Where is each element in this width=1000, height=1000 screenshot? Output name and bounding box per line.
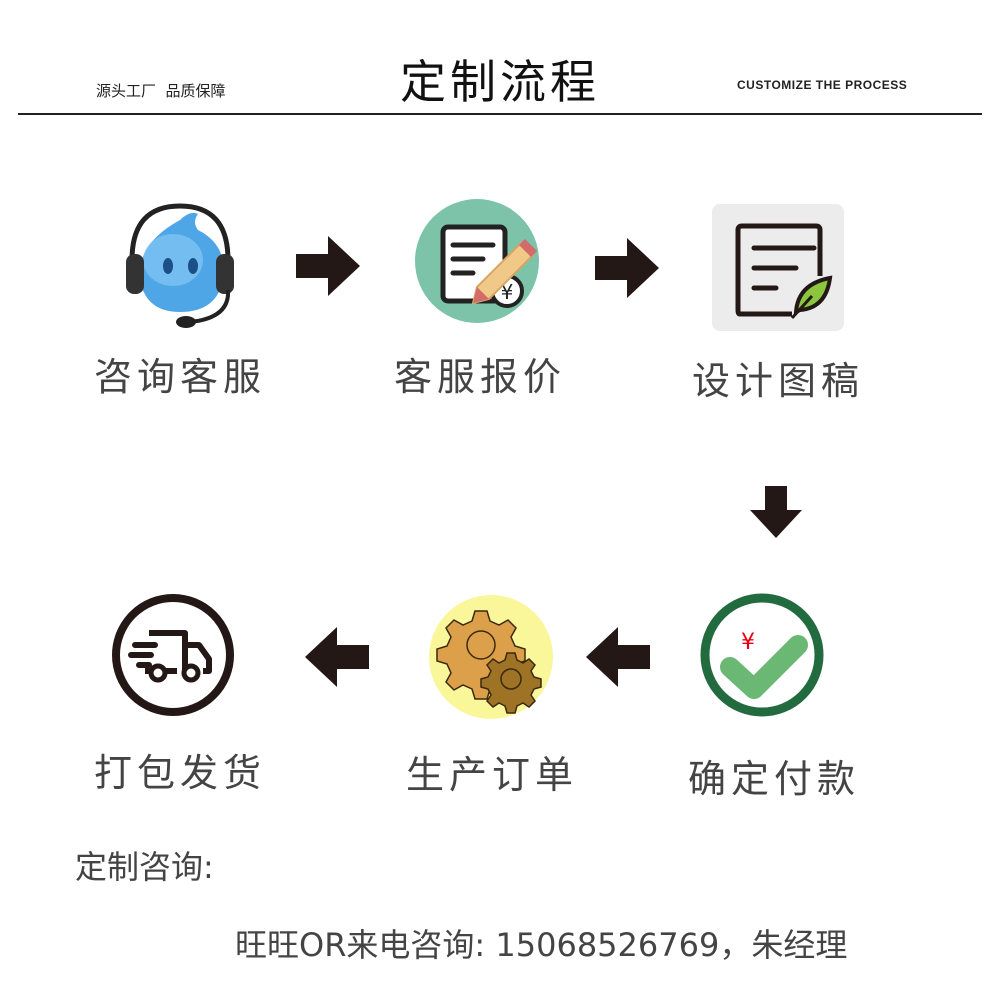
arrow-right-icon: [296, 236, 360, 296]
arrow-right-icon: [595, 238, 659, 298]
gears-icon: [429, 595, 553, 719]
yen-symbol: ¥: [741, 630, 755, 655]
step-label-payment: 确定付款: [687, 757, 860, 801]
arrow-left-icon: [305, 627, 369, 687]
subtitle-right: CUSTOMIZE THE PROCESS: [737, 78, 908, 92]
arrow-down-icon: [750, 486, 802, 538]
step-label-consult: 咨询客服: [93, 355, 266, 399]
delivery-truck-icon: [112, 594, 234, 716]
arrow-left-icon: [586, 627, 650, 687]
footer-heading: 定制咨询:: [75, 848, 214, 886]
quote-pencil-icon: ¥: [415, 199, 539, 323]
design-doc-leaf-icon: [712, 204, 844, 331]
step-label-shipping: 打包发货: [93, 751, 266, 795]
page-title: 定制流程: [400, 55, 600, 109]
step-label-quote: 客服报价: [393, 355, 566, 399]
payment-check-icon: ¥: [700, 593, 824, 717]
header-divider: [18, 113, 982, 115]
headset-mascot-icon: [126, 203, 234, 328]
svg-text:¥: ¥: [501, 280, 514, 304]
footer-contact: 旺旺OR来电咨询: 15068526769，朱经理: [235, 926, 848, 964]
subtitle-left: 源头工厂 品质保障: [96, 82, 226, 100]
step-label-design: 设计图稿: [691, 359, 864, 403]
step-label-production: 生产订单: [405, 753, 578, 797]
